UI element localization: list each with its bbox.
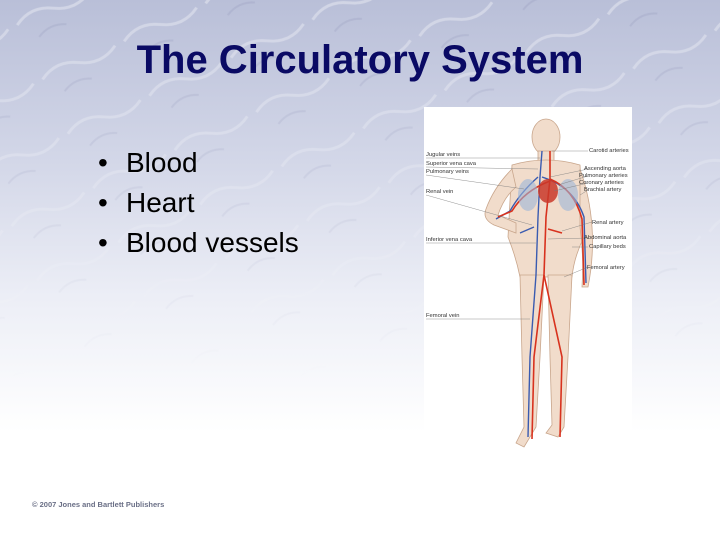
bullet-text: Heart [126, 187, 195, 218]
label-pulmonary-veins: Pulmonary veins [426, 169, 469, 175]
bullet-dot: • [98, 187, 108, 218]
label-pulmonary-arteries: Pulmonary arteries [579, 173, 628, 179]
label-renal-vein: Renal vein [426, 189, 453, 195]
bullet-dot: • [98, 147, 108, 178]
circulatory-illustration: Jugular veins Superior vena cava Pulmona… [424, 107, 632, 463]
label-jugular-veins: Jugular veins [426, 152, 460, 158]
label-superior-vena-cava: Superior vena cava [426, 161, 477, 167]
bullet-item: • Heart [98, 183, 299, 223]
heart-icon [538, 179, 558, 203]
label-ascending-aorta: Ascending aorta [584, 166, 627, 172]
bullet-item: • Blood [98, 143, 299, 183]
bullet-text: Blood [126, 147, 198, 178]
label-abdominal-aorta: Abdominal aorta [584, 235, 627, 241]
anatomy-figure-svg: Jugular veins Superior vena cava Pulmona… [425, 118, 629, 448]
label-coronary-arteries: Coronary arteries [579, 180, 624, 186]
label-renal-artery: Renal artery [592, 220, 624, 226]
bullet-list: • Blood • Heart • Blood vessels [98, 143, 299, 263]
label-brachial-artery: Brachial artery [584, 187, 621, 193]
lung-right [558, 179, 578, 211]
label-inferior-vena-cava: Inferior vena cava [426, 237, 473, 243]
bullet-item: • Blood vessels [98, 223, 299, 263]
slide-title: The Circulatory System [136, 38, 584, 82]
label-femoral-vein: Femoral vein [426, 313, 460, 319]
copyright-notice: © 2007 Jones and Bartlett Publishers [32, 500, 165, 509]
leader-lines [425, 150, 593, 320]
label-capillary-beds: Capillary beds [589, 244, 626, 250]
label-carotid-arteries: Carotid arteries [589, 148, 629, 154]
bullet-dot: • [98, 227, 108, 258]
label-femoral-artery: Femoral artery [587, 265, 625, 271]
lung-left [518, 179, 538, 211]
bullet-text: Blood vessels [126, 227, 299, 258]
